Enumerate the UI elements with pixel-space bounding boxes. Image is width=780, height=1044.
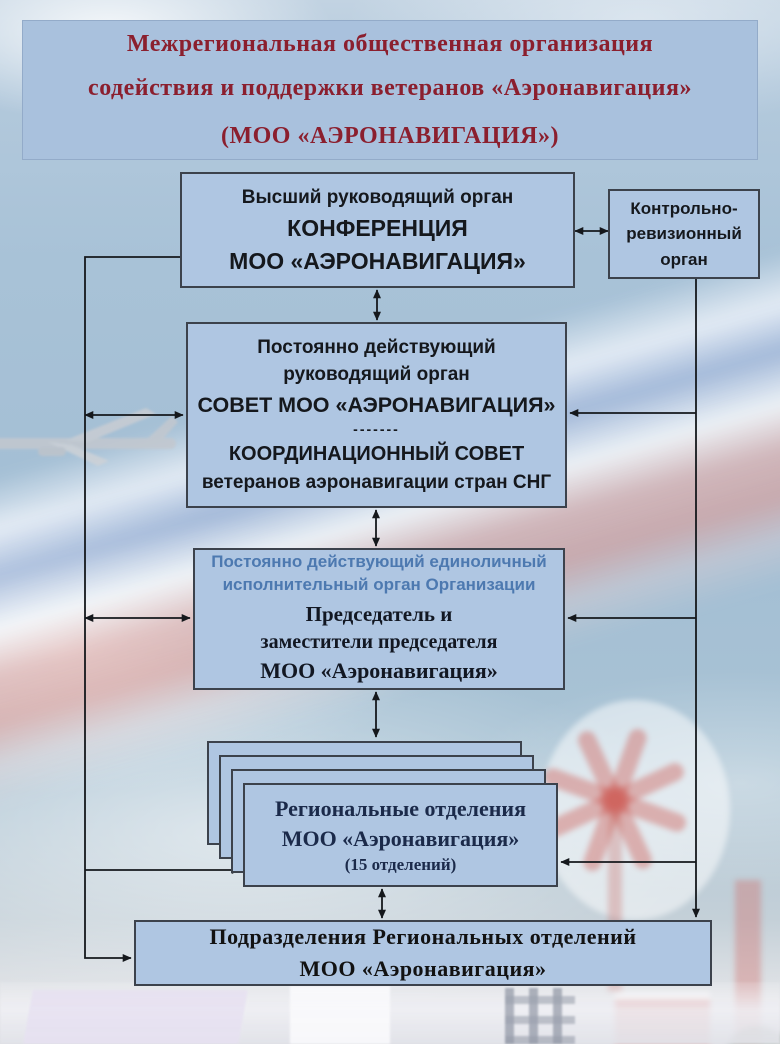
title-line: содействия и поддержки ветеранов «Аэрона… — [88, 74, 692, 101]
box-council: Постоянно действующий руководящий орган … — [186, 322, 567, 508]
text-line: Региональные отделения — [274, 796, 527, 822]
text-line: (15 отделений) — [344, 854, 457, 874]
text-line: КООРДИНАЦИОННЫЙ СОВЕТ — [228, 442, 525, 465]
text-line: исполнительный орган Организации — [222, 574, 536, 594]
text-line: Председатель и — [305, 602, 453, 627]
airplane-silhouette — [0, 408, 178, 466]
text-line: СОВЕТ МОО «АЭРОНАВИГАЦИЯ» — [197, 392, 556, 417]
building-shape — [290, 986, 390, 1044]
text-line: МОО «Аэронавигация» — [281, 825, 520, 851]
text-line: руководящий орган — [283, 363, 470, 385]
title-line: (МОО «АЭРОНАВИГАЦИЯ») — [220, 122, 559, 149]
box-regional-offices: Региональные отделения МОО «Аэронавигаци… — [243, 783, 558, 887]
title-banner: Межрегиональная общественная организация… — [22, 20, 758, 160]
box-control-revision: Контрольно- ревизионный орган — [608, 189, 760, 279]
box-subdivisions: Подразделения Региональных отделений МОО… — [134, 920, 712, 986]
building-shape — [23, 990, 248, 1044]
text-line: Высший руководящий орган — [241, 186, 514, 208]
text-line: Постоянно действующий — [257, 336, 496, 358]
text-line: МОО «Аэронавигация» — [299, 956, 547, 981]
text-line: МОО «АЭРОНАВИГАЦИЯ» — [229, 247, 526, 274]
text-line: заместители председателя — [260, 630, 498, 653]
text-line: КОНФЕРЕНЦИЯ — [287, 215, 468, 242]
text-line: МОО «Аэронавигация» — [260, 657, 498, 683]
text-line: ветеранов аэронавигации стран СНГ — [201, 471, 552, 493]
text-line: Постоянно действующий единоличный — [211, 552, 547, 572]
text-line: ревизионный — [626, 224, 742, 244]
text-line: ------- — [353, 420, 400, 437]
title-line: Межрегиональная общественная организация — [126, 30, 654, 57]
building-windows — [505, 988, 575, 1044]
buildings-strip — [0, 982, 780, 1044]
text-line: орган — [660, 249, 708, 269]
box-chairman: Постоянно действующий единоличный исполн… — [193, 548, 565, 690]
text-line: Контрольно- — [630, 198, 738, 218]
text-line: Подразделения Региональных отделений — [209, 924, 637, 950]
box-conference: Высший руководящий орган КОНФЕРЕНЦИЯ МОО… — [180, 172, 575, 288]
